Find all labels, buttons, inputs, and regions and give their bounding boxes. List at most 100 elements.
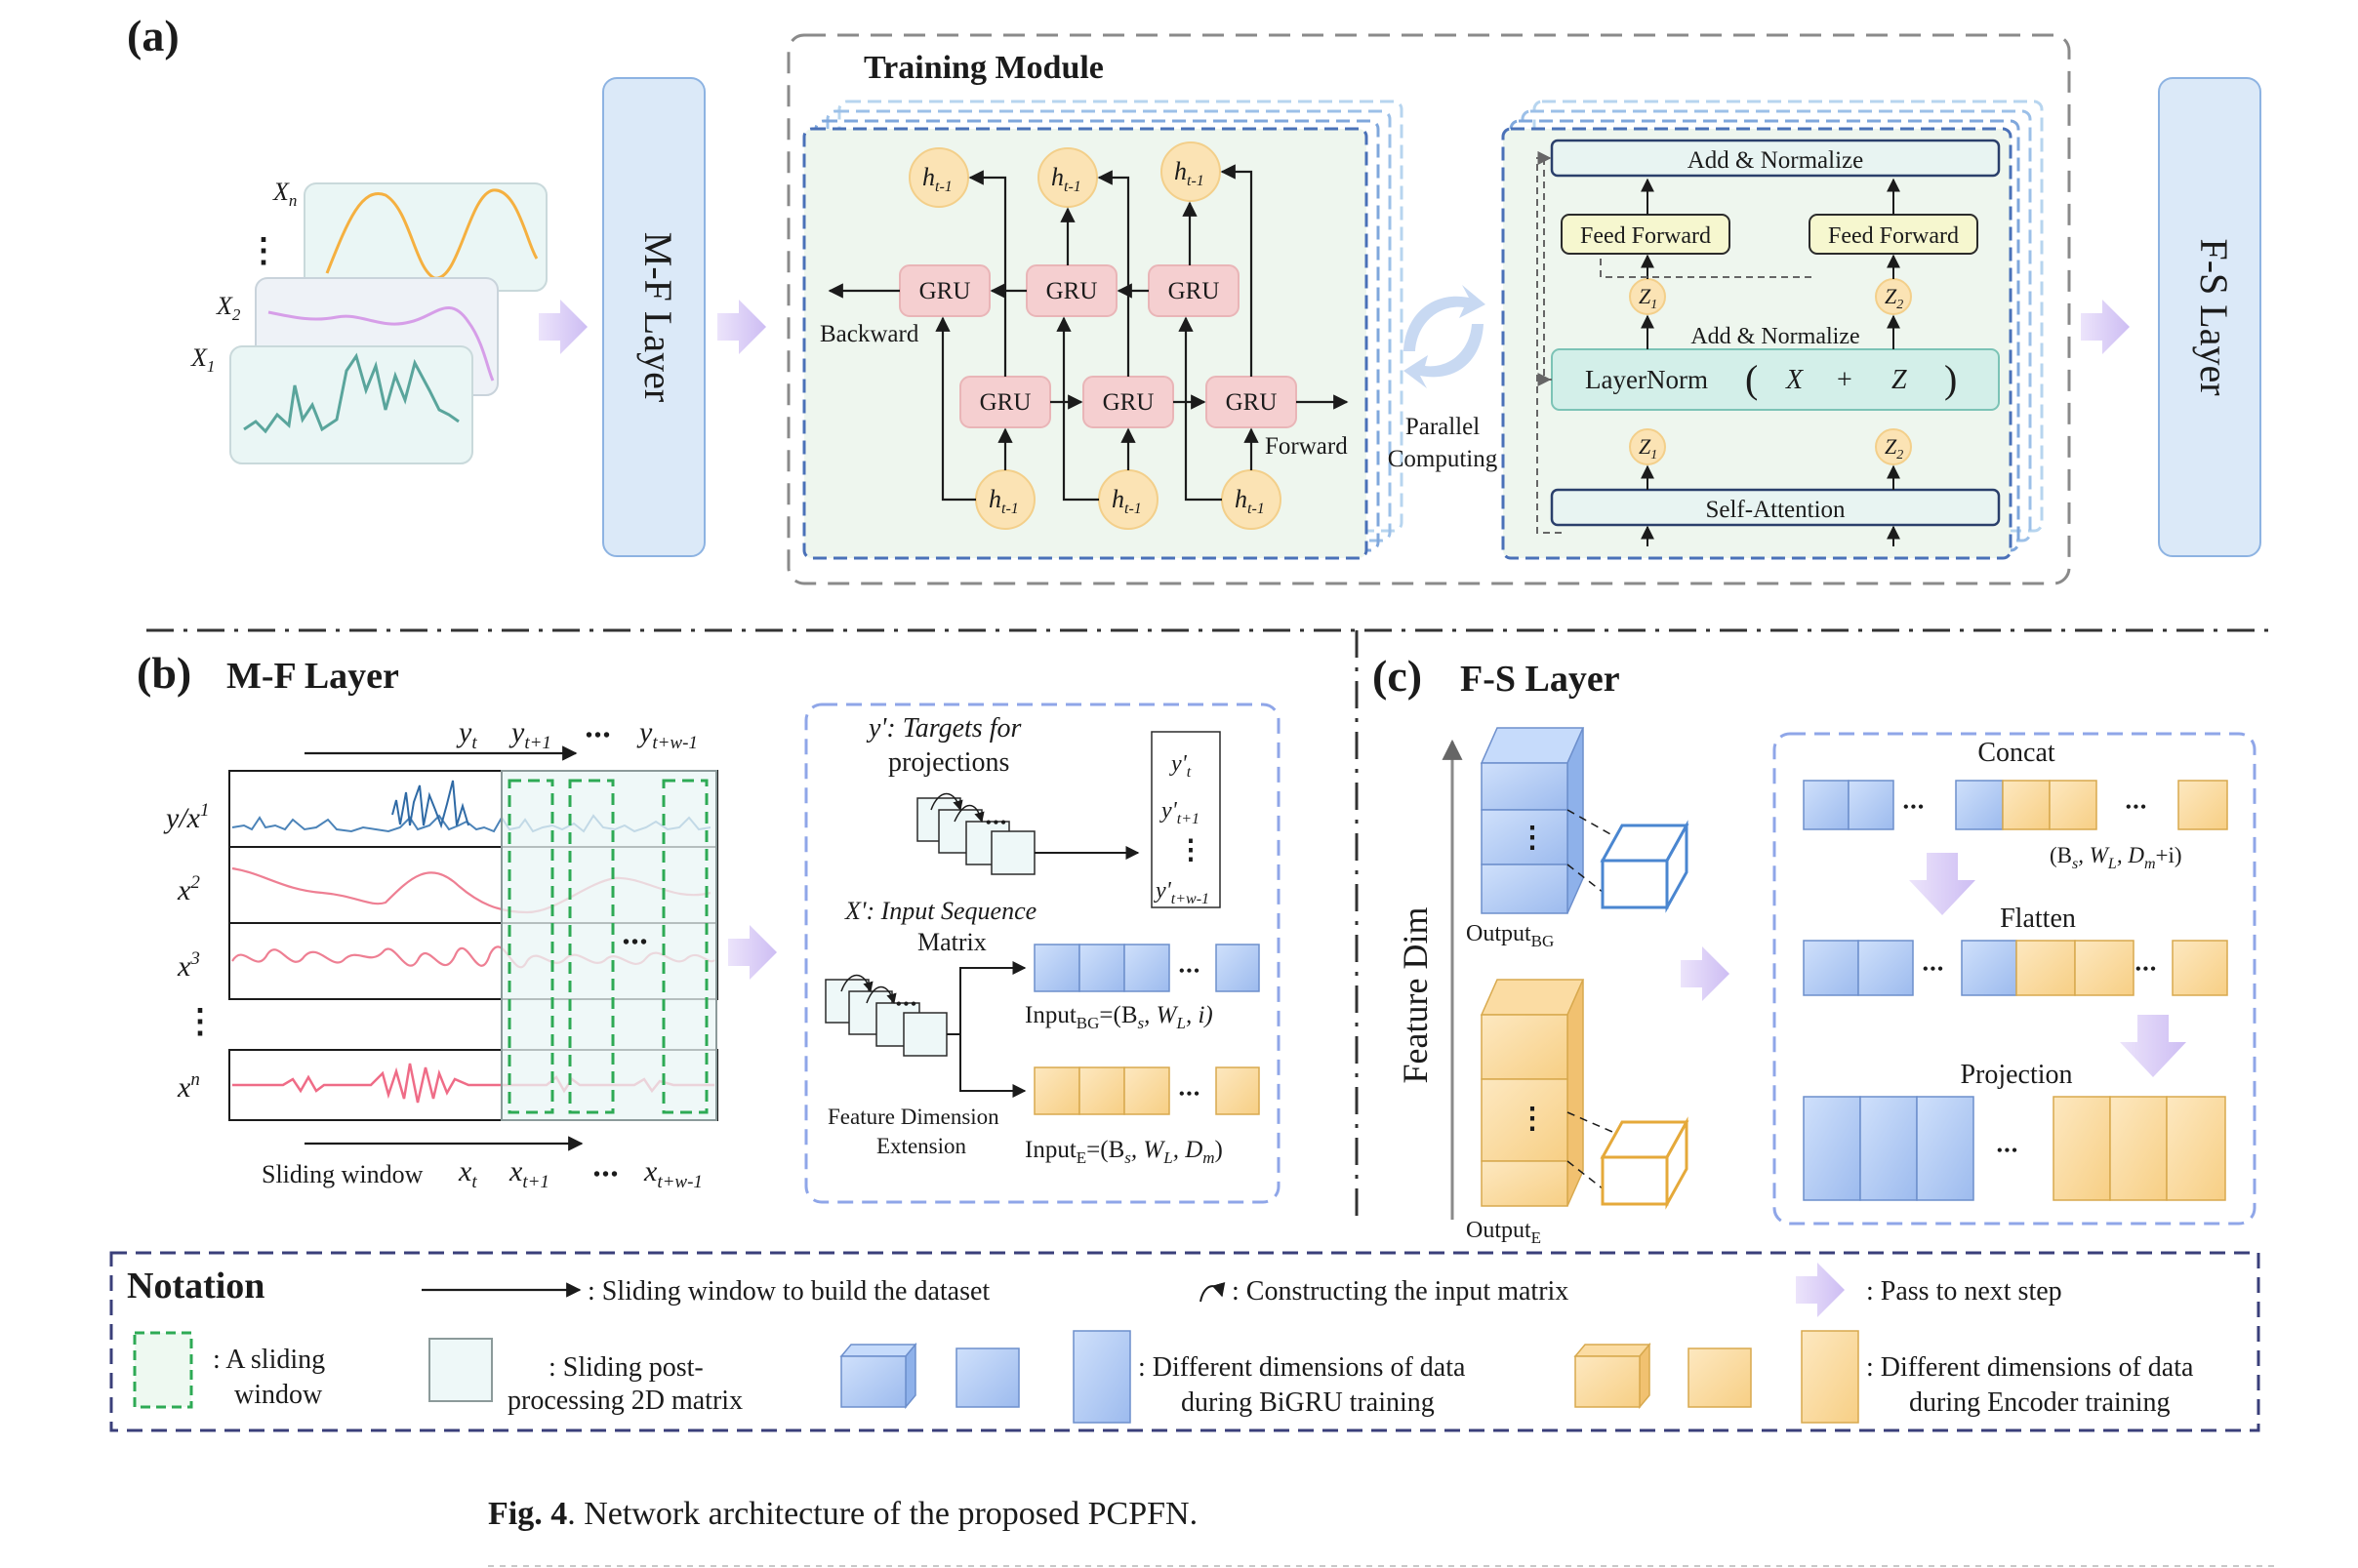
arrow-to-training [717, 300, 766, 354]
bg-column: ⋮ [1480, 727, 1689, 914]
notation-orange-cube-icon [1573, 1342, 1651, 1410]
x-dots: ••• [593, 1164, 620, 1186]
notation-curve-icon [1199, 1281, 1226, 1303]
panel-a-label: (a) [127, 11, 180, 60]
projection-blocks: ••• [1803, 1096, 2226, 1201]
feed-forward-2-label: Feed Forward [1828, 223, 1959, 249]
h-circles-top: ht-1 ht-1 ht-1 [909, 141, 1221, 208]
sliding-matrix-overlay [501, 770, 717, 1121]
gru-label-b3: GRU [1168, 278, 1220, 304]
sliding-window-2 [568, 779, 615, 1114]
sliding-window-3 [662, 779, 709, 1114]
arrow-to-mf [539, 300, 588, 354]
h-label-top-1: ht-1 [922, 163, 953, 195]
svg-text:•••: ••• [1179, 1086, 1201, 1103]
z1-upper-label: Z1 [1639, 284, 1657, 312]
construction-frame [804, 703, 1281, 1204]
gru-label-b1: GRU [919, 278, 971, 304]
mf-layer-label: M-F Layer [636, 232, 680, 402]
input-label-x2: X2 [216, 292, 241, 324]
bigru-arrows [828, 164, 1349, 502]
fusion-frame [1772, 732, 2256, 1226]
input-bg-blocks: ••• [1034, 944, 1260, 992]
targets-label-2: projections [888, 747, 1009, 778]
self-attention-label: Self-Attention [1705, 497, 1846, 523]
input-vdots: ⋮ [247, 233, 280, 269]
notation-curve-desc: : Constructing the input matrix [1232, 1276, 1568, 1307]
targets-label-1: y': Targets for [866, 713, 1021, 744]
e-column: ⋮ [1480, 979, 1689, 1210]
input-signals: Xn ⋮ X2 X1 [190, 178, 548, 464]
layernorm-x: X [1785, 365, 1804, 395]
feature-ext-label-2: Extension [876, 1134, 966, 1158]
parallel-cycle-arrow-top [1403, 285, 1485, 351]
arrow-to-flatten [1909, 853, 1975, 915]
targets-stack: ••• [916, 792, 1140, 875]
notation-blue-cube-icon [839, 1342, 917, 1410]
window-dots: ••• [623, 932, 649, 953]
feature-ext-label-1: Feature Dimension [828, 1105, 999, 1129]
svg-text:•••: ••• [1903, 799, 1926, 816]
notation-bigru-1: : Different dimensions of data [1138, 1352, 1466, 1383]
notation-title: Notation [127, 1266, 264, 1307]
arrow-to-construction [728, 925, 777, 980]
z2-upper-label: Z2 [1885, 284, 1903, 312]
panel-b-title: M-F Layer [226, 656, 399, 697]
feed-forward-1 [1561, 214, 1730, 255]
notation-sliding-2: window [234, 1380, 323, 1410]
parallel-computing: Parallel Computing [1388, 285, 1498, 472]
svg-text:•••: ••• [896, 996, 918, 1013]
input-label-xn: Xn [272, 178, 297, 210]
panel-a: (a) Xn ⋮ X2 X1 M-F Layer Training Module… [127, 11, 2261, 585]
notation-post-2: processing 2D matrix [508, 1386, 743, 1416]
z2-lower-label: Z2 [1885, 434, 1903, 462]
y-dots: ••• [586, 725, 612, 746]
sliding-window-label: Sliding window [262, 1160, 424, 1188]
tgt-vdots: ⋮ [1177, 835, 1204, 865]
parallel-label-2: Computing [1388, 446, 1498, 472]
training-module-frame [787, 33, 2071, 585]
bigru-panel [802, 127, 1368, 560]
notation-post-1: : Sliding post- [549, 1352, 704, 1383]
input-e-label: InputE=(Bs, WL, Dm) [1025, 1137, 1223, 1167]
signal-x1-curve [243, 352, 460, 434]
y-t-label: yt [456, 716, 477, 753]
panel-c: (c) F-S Layer Feature Dim ⋮ OutputBG ⋮ O… [1372, 651, 2256, 1247]
encoder-block: Add & Normalize Feed Forward Feed Forwar… [1501, 100, 2044, 560]
sliding-window-1 [508, 779, 554, 1114]
notation-matrix-icon [428, 1338, 493, 1402]
gru-label-f3: GRU [1226, 389, 1278, 416]
layernorm-plus: + [1837, 365, 1852, 395]
notation-arrow-desc: : Sliding window to build the dataset [588, 1276, 990, 1307]
signal-x2-curve [267, 306, 495, 382]
layernorm-z: Z [1891, 365, 1907, 395]
panel-c-label: (c) [1372, 651, 1422, 701]
row-vdots: ⋮ [183, 1004, 217, 1040]
projection-label: Projection [1960, 1060, 2072, 1090]
notation-orange-tall-icon [1801, 1330, 1859, 1424]
arrow-to-fs [2081, 300, 2130, 354]
row-label-y: y/x1 [163, 800, 209, 834]
input-seq-label-1: X': Input Sequence [844, 897, 1037, 925]
concat-label: Concat [1977, 738, 2055, 768]
notation-enc-1: : Different dimensions of data [1866, 1352, 2194, 1383]
panel-b-label: (b) [137, 648, 191, 698]
notation-blue-tall-icon [1073, 1330, 1131, 1424]
concat-dims: (Bs, WL, Dm+i) [2050, 843, 2182, 872]
row-y-spikes [391, 780, 469, 829]
output-e-label: OutputE [1466, 1218, 1541, 1247]
add-normalize-mid-label: Add & Normalize [1690, 324, 1859, 349]
notation-window-icon [133, 1331, 193, 1409]
svg-text:•••: ••• [1997, 1143, 2019, 1159]
y-t1-label: yt+1 [508, 716, 551, 753]
training-module-title: Training Module [864, 50, 1104, 86]
tgt-2: y't+1 [1159, 798, 1199, 827]
svg-text:•••: ••• [2135, 961, 2158, 978]
input-label-x1: X1 [190, 343, 215, 376]
notation-enc-2: during Encoder training [1909, 1387, 2170, 1418]
add-normalize-top [1550, 139, 2001, 178]
layernorm-label: LayerNorm [1585, 365, 1708, 394]
input-e-blocks: ••• [1034, 1066, 1260, 1115]
backward-label: Backward [820, 321, 919, 347]
x-t-label: xt [458, 1155, 477, 1192]
